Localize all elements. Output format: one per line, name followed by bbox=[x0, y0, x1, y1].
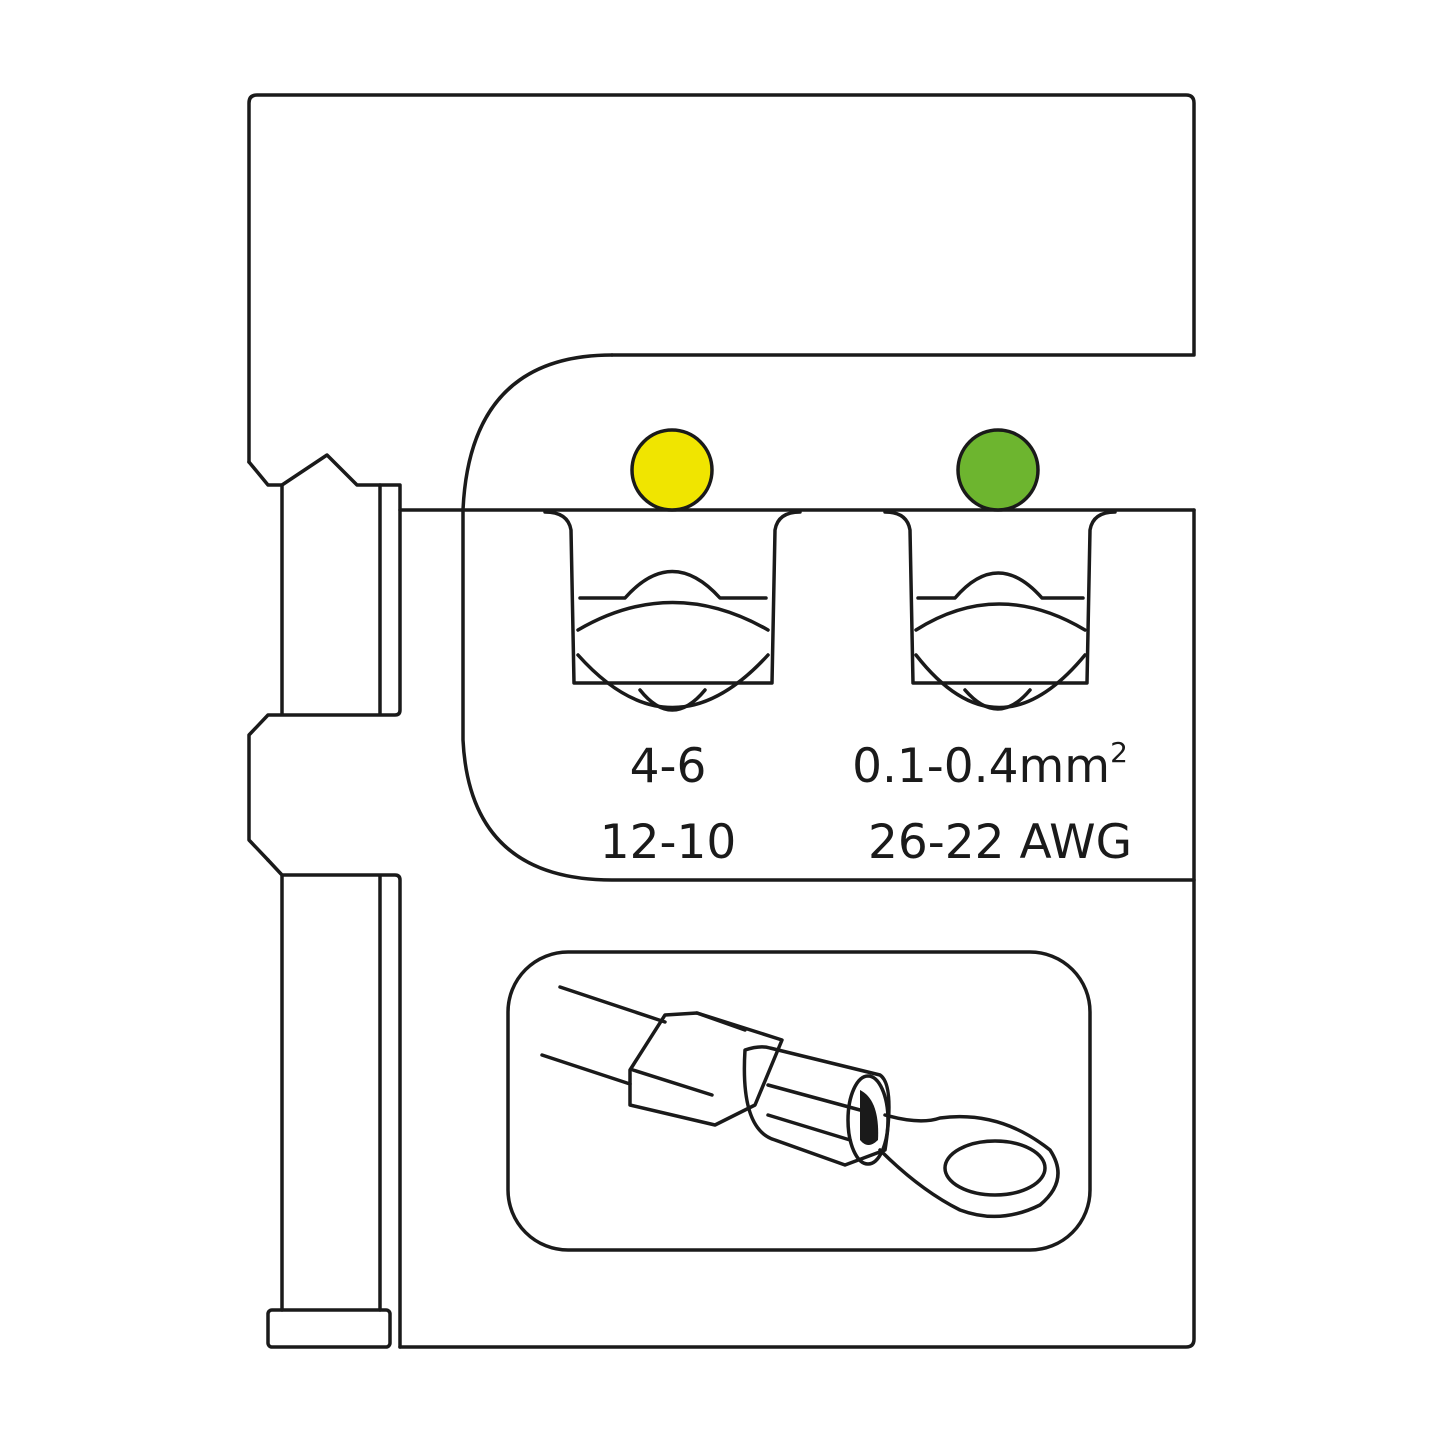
die-rounded-edge bbox=[461, 353, 1196, 882]
crimp-cavity-2 bbox=[883, 428, 1117, 711]
left-guide-rail-upper bbox=[247, 483, 402, 862]
upper-die-block bbox=[247, 93, 1196, 464]
cavity-1-mm2-label: 4-6 bbox=[630, 739, 707, 794]
lower-die-block bbox=[398, 508, 1196, 1349]
left-guide-middle bbox=[266, 858, 402, 1349]
ring-terminal-icon bbox=[506, 950, 1092, 1252]
cavity-1-awg-label: 12-10 bbox=[600, 815, 737, 870]
left-guide-top bbox=[247, 453, 1196, 512]
left-guide-foot bbox=[266, 1308, 392, 1349]
green-color-dot bbox=[956, 428, 1040, 512]
crimp-cavity-1 bbox=[543, 428, 802, 712]
cavity-2-mm2-label: 0.1-0.4mm2 bbox=[852, 736, 1128, 794]
yellow-color-dot bbox=[630, 428, 714, 512]
cavity-2-awg-label: 26-22 AWG bbox=[868, 815, 1132, 870]
